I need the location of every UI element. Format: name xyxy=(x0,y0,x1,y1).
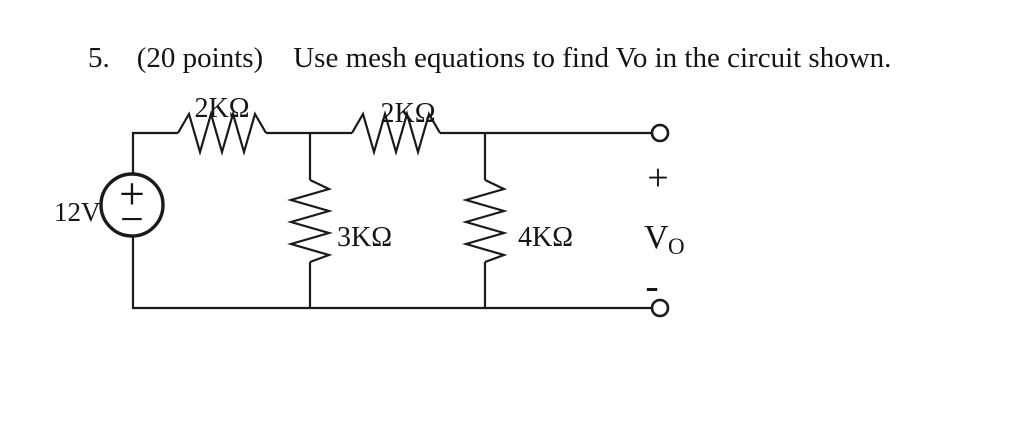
circuit-wires xyxy=(131,131,652,310)
problem-title: 5. (20 points) Use mesh equations to fin… xyxy=(88,44,891,73)
voltage-source-circle xyxy=(99,172,165,238)
resistor-r4-zigzag xyxy=(462,179,508,264)
resistor-r2-label: 2KΩ xyxy=(380,98,435,129)
output-terminal-top xyxy=(650,123,670,143)
output-voltage-label: V xyxy=(644,219,669,256)
voltage-source-minus-sign: − xyxy=(120,197,144,243)
output-minus-sign: - xyxy=(645,263,658,308)
voltage-source-plus-sign: + xyxy=(119,168,145,219)
problem-points: (20 points) xyxy=(136,42,264,74)
resistor-r1-zigzag xyxy=(177,110,267,156)
resistor-r1-label: 2KΩ xyxy=(194,93,249,124)
output-voltage-subscript: O xyxy=(668,234,685,259)
voltage-source-value: 12V xyxy=(54,197,101,227)
resistor-r2-zigzag xyxy=(351,110,441,156)
resistor-r3-label: 3KΩ xyxy=(337,222,392,253)
problem-number: 5. xyxy=(88,42,110,74)
resistor-r4-label: 4KΩ xyxy=(518,222,573,253)
problem-statement: Use mesh equations to find Vo in the cir… xyxy=(293,42,892,74)
output-terminal-bottom xyxy=(650,298,670,318)
resistor-r3-zigzag xyxy=(287,179,333,264)
output-plus-sign: + xyxy=(647,157,668,199)
